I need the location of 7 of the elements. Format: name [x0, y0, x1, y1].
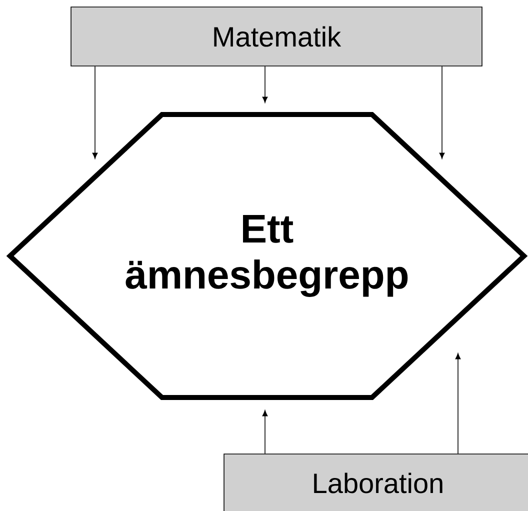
arrow: [262, 66, 268, 103]
arrow: [262, 410, 268, 454]
arrow: [455, 353, 461, 454]
label-box: Laboration: [224, 454, 528, 511]
label-box: Matematik: [70, 6, 482, 66]
arrow: [92, 66, 98, 159]
arrow: [439, 66, 445, 159]
